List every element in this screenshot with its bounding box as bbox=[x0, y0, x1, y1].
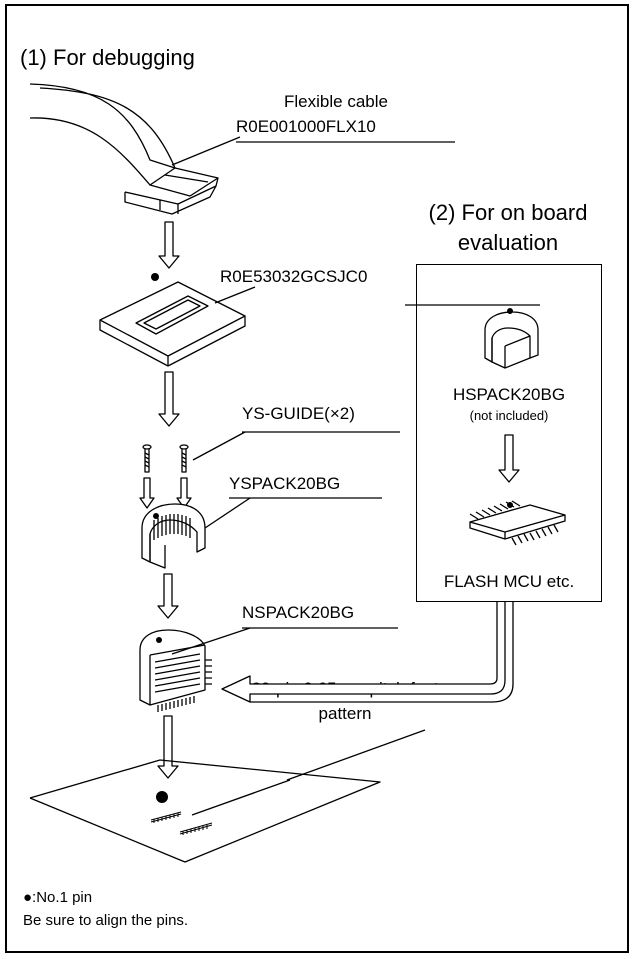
pin1-dot-icon bbox=[153, 513, 159, 519]
adapter-board-icon bbox=[99, 281, 246, 367]
adapter-leader-line bbox=[214, 286, 256, 304]
foot-pattern-icon bbox=[150, 811, 213, 835]
yspack-icon bbox=[141, 503, 206, 569]
guide-screw-icon bbox=[179, 444, 189, 473]
hspack-note-label: (not included) bbox=[469, 408, 549, 423]
adapter-part-label: R0E53032GCSJC0 bbox=[220, 267, 368, 286]
nspack-leader-line bbox=[171, 627, 251, 655]
eval-section-title-line1: (2) For on board bbox=[428, 200, 588, 225]
pin1-dot-icon bbox=[156, 791, 168, 803]
diagram-frame bbox=[5, 4, 629, 953]
guide-part-label: YS-GUIDE(×2) bbox=[242, 404, 355, 423]
cable-name-label: Flexible cable bbox=[284, 92, 388, 111]
yspack-leader-line bbox=[204, 497, 251, 529]
flash-mcu-icon bbox=[469, 500, 566, 546]
down-arrow-icon bbox=[498, 434, 520, 483]
pin-legend: ●:No.1 pin bbox=[23, 889, 93, 906]
down-arrow-icon bbox=[157, 715, 179, 779]
pin1-dot-icon bbox=[507, 502, 513, 508]
down-arrow-icon bbox=[158, 221, 180, 269]
down-arrow-icon bbox=[176, 477, 192, 509]
nspack-part-label: NSPACK20BG bbox=[242, 603, 355, 622]
yspack-part-label: YSPACK20BG bbox=[229, 474, 341, 493]
eval-section-title-line2: evaluation bbox=[457, 230, 559, 255]
pin1-dot-icon bbox=[151, 273, 159, 281]
target-board-icon bbox=[29, 759, 381, 863]
nspack-icon bbox=[139, 629, 212, 712]
cable-part-label: R0E001000FLX10 bbox=[236, 117, 376, 136]
down-arrow-icon bbox=[139, 477, 155, 509]
guide-screw-icon bbox=[142, 444, 152, 473]
down-arrow-icon bbox=[157, 573, 179, 619]
debug-section-title: (1) For debugging bbox=[20, 45, 195, 70]
mount-arrow-icon bbox=[221, 602, 506, 703]
pin1-dot-icon bbox=[507, 308, 513, 314]
on-board-evaluation-box bbox=[416, 264, 602, 602]
hspack-part-label: HSPACK20BG bbox=[452, 385, 566, 404]
footprint-leader-line bbox=[191, 779, 291, 816]
pin1-dot-icon bbox=[156, 637, 162, 643]
footprint-label-line2: pattern bbox=[318, 704, 372, 723]
guide-leader-line bbox=[192, 431, 246, 461]
align-note: Be sure to align the pins. bbox=[23, 912, 189, 929]
hspack-icon bbox=[484, 311, 539, 369]
footprint-leader-extension bbox=[286, 729, 426, 781]
mcu-label: FLASH MCU etc. bbox=[443, 572, 575, 591]
cable-leader-line bbox=[171, 136, 241, 166]
down-arrow-icon bbox=[158, 371, 180, 427]
flexible-cable-icon bbox=[29, 83, 219, 215]
